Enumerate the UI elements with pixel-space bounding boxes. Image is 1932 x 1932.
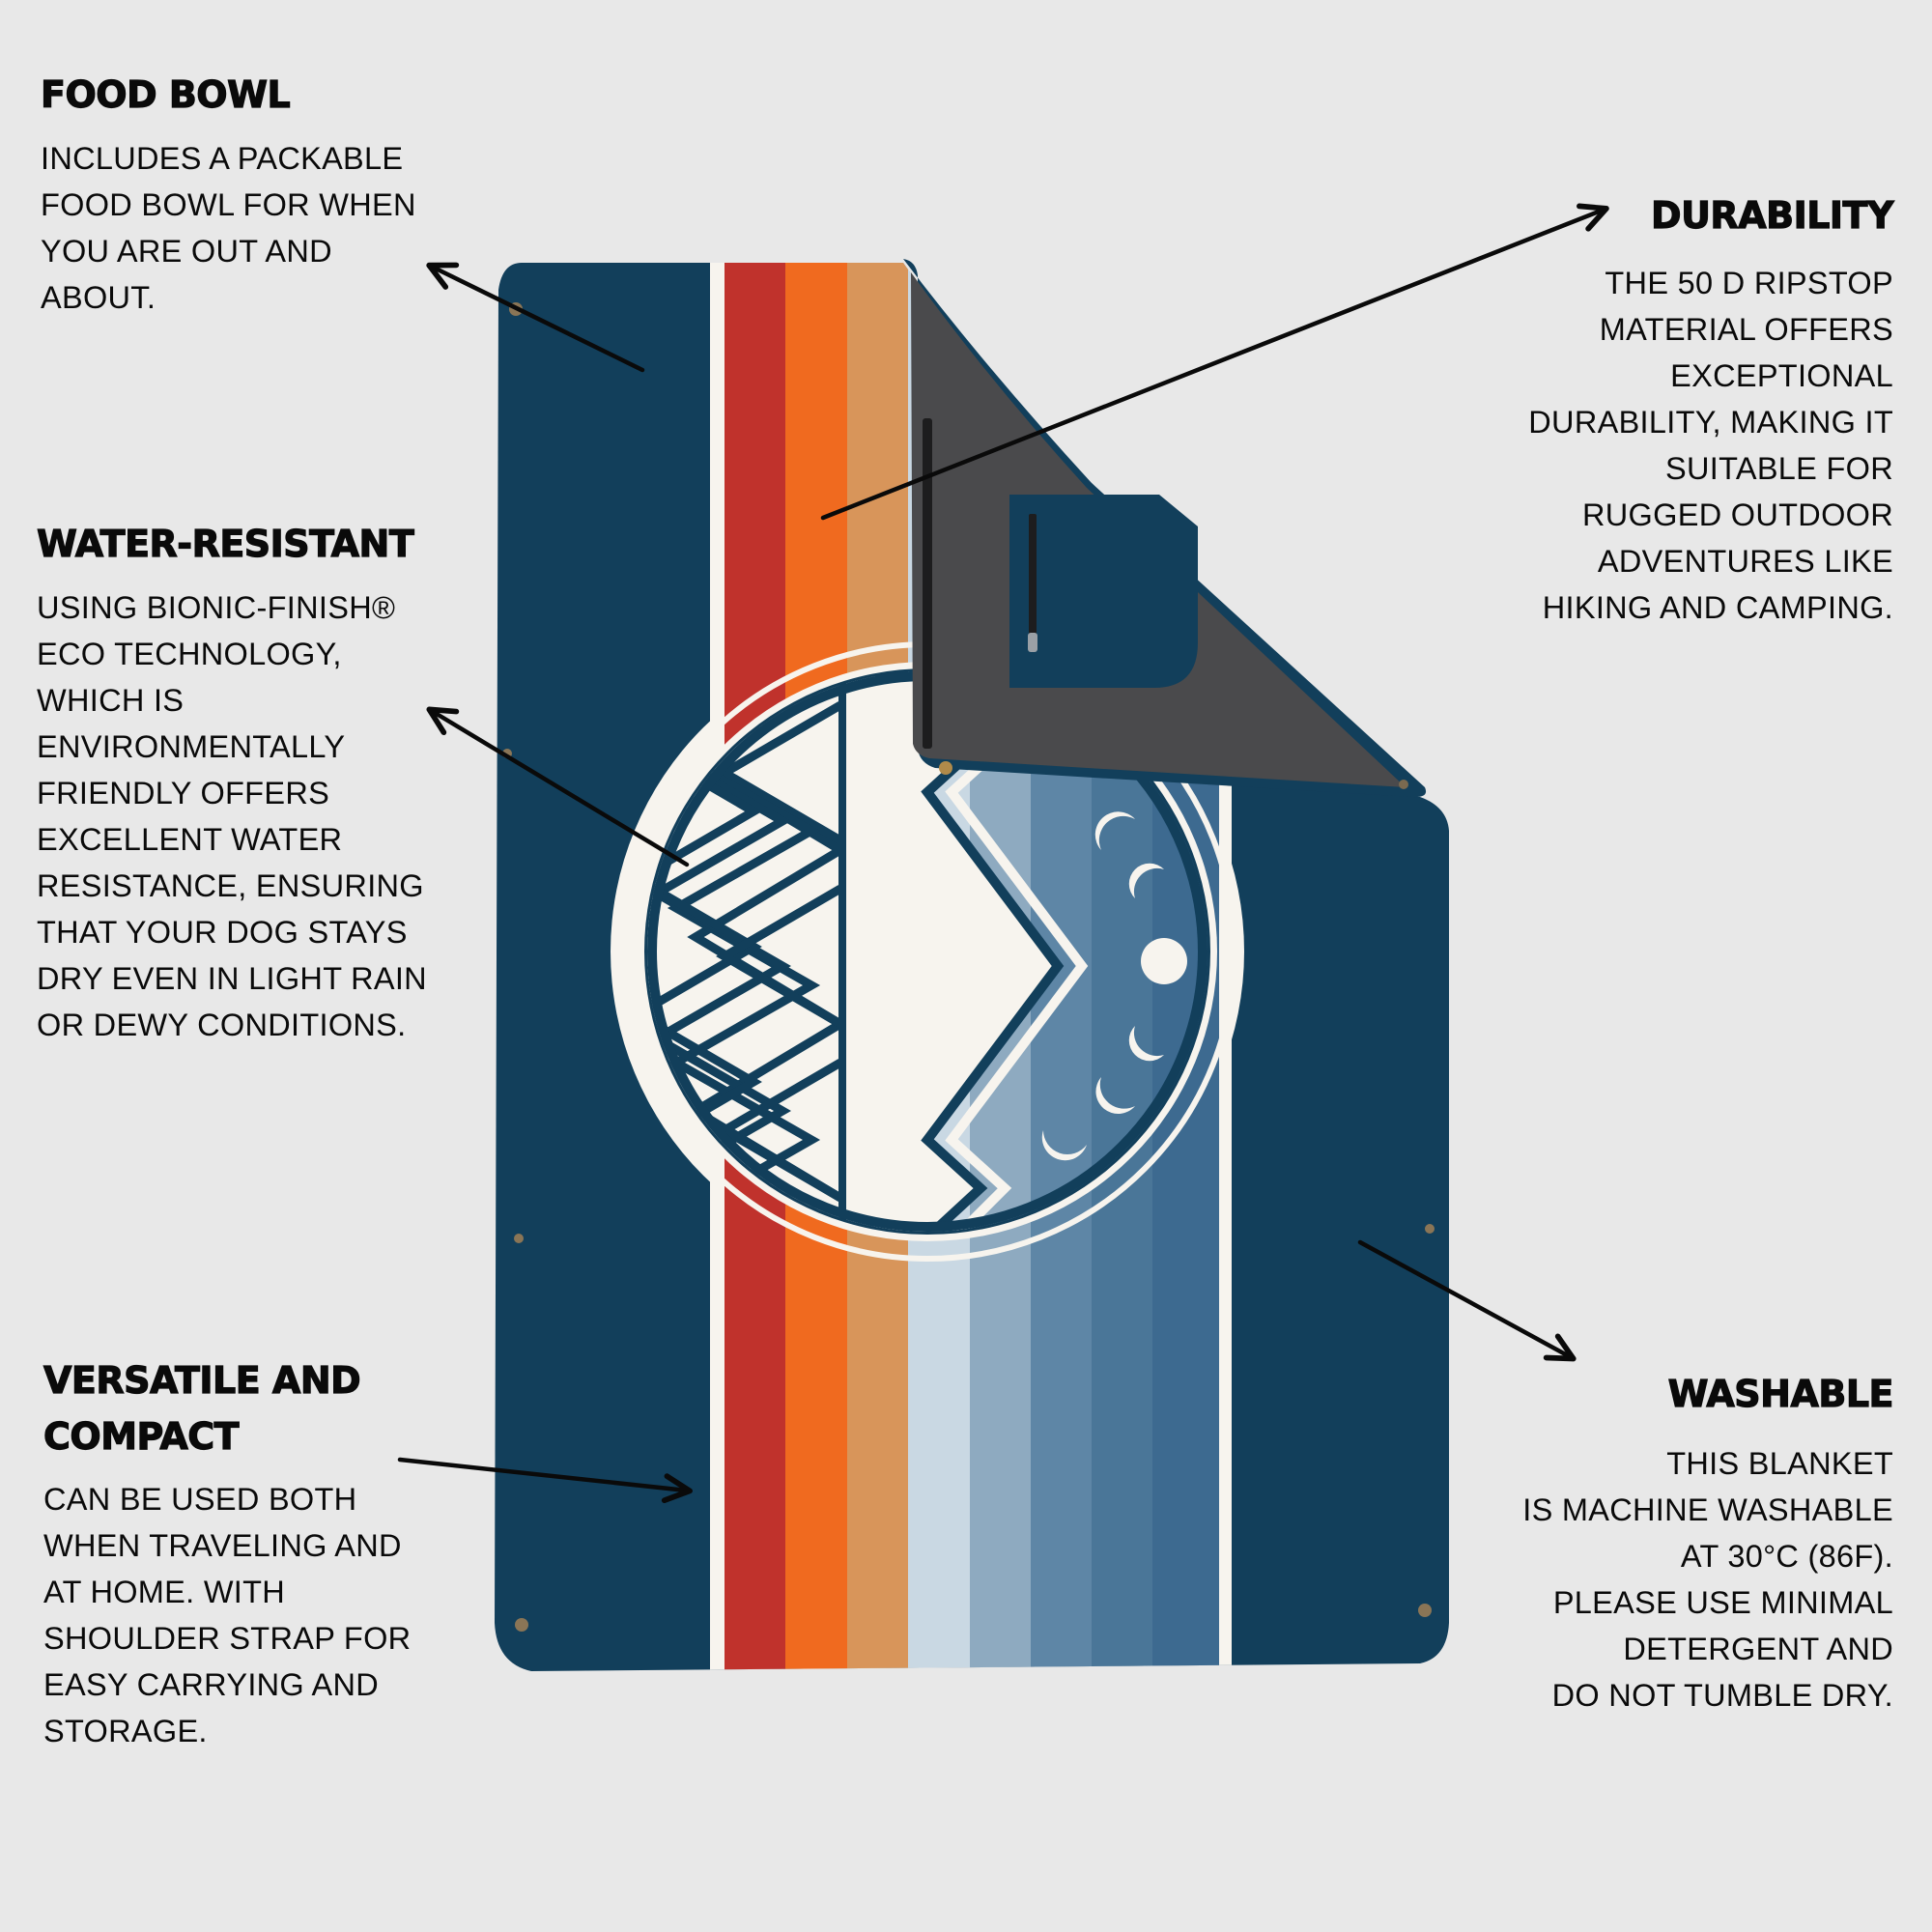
feature-description: CAN BE USED BOTH WHEN TRAVELING AND AT H…	[43, 1482, 412, 1748]
arrow-durability	[820, 203, 1609, 521]
zipper-icon	[923, 418, 932, 749]
tree-icons	[846, 705, 947, 1150]
arrow-water-resistant	[426, 706, 690, 867]
feature-description: THE 50 D RIPSTOP MATERIAL OFFERS EXCEPTI…	[1528, 266, 1893, 625]
feature-title: WATER-RESISTANT	[36, 522, 414, 565]
feature-water-resistant: WATER-RESISTANT USING BIONIC-FINISH® ECO…	[36, 517, 427, 1048]
feature-description: USING BIONIC-FINISH® ECO TECHNOLOGY, WHI…	[37, 590, 427, 1042]
folded-corner-fleece	[903, 259, 1427, 798]
snap-icons	[502, 302, 1435, 1632]
feature-description: THIS BLANKET IS MACHINE WASHABLE AT 30°C…	[1522, 1446, 1893, 1713]
feature-title: WASHABLE	[1667, 1372, 1894, 1415]
feature-versatile-compact: VERSATILE AND COMPACT CAN BE USED BOTH W…	[43, 1352, 411, 1754]
blanket-front	[495, 263, 1449, 1671]
feature-title: FOOD BOWL	[40, 72, 291, 116]
feature-description: INCLUDES A PACKABLE FOOD BOWL FOR WHEN Y…	[41, 141, 416, 315]
arrow-washable	[1357, 1239, 1577, 1362]
pocket	[1009, 495, 1198, 688]
moon-phase-icons	[1041, 811, 1187, 1161]
feature-title: DURABILITY	[1650, 193, 1894, 237]
emblem-icon	[647, 671, 1208, 1232]
feature-food-bowl: FOOD BOWL INCLUDES A PACKABLE FOOD BOWL …	[40, 68, 416, 321]
arrow-versatile	[397, 1457, 693, 1504]
arrow-food-bowl	[426, 262, 645, 373]
feature-durability: DURABILITY THE 50 D RIPSTOP MATERIAL OFF…	[1528, 188, 1894, 631]
snap-icon	[939, 761, 952, 775]
feature-title: VERSATILE AND COMPACT	[43, 1358, 361, 1458]
feature-washable: WASHABLE THIS BLANKET IS MACHINE WASHABL…	[1522, 1367, 1894, 1719]
